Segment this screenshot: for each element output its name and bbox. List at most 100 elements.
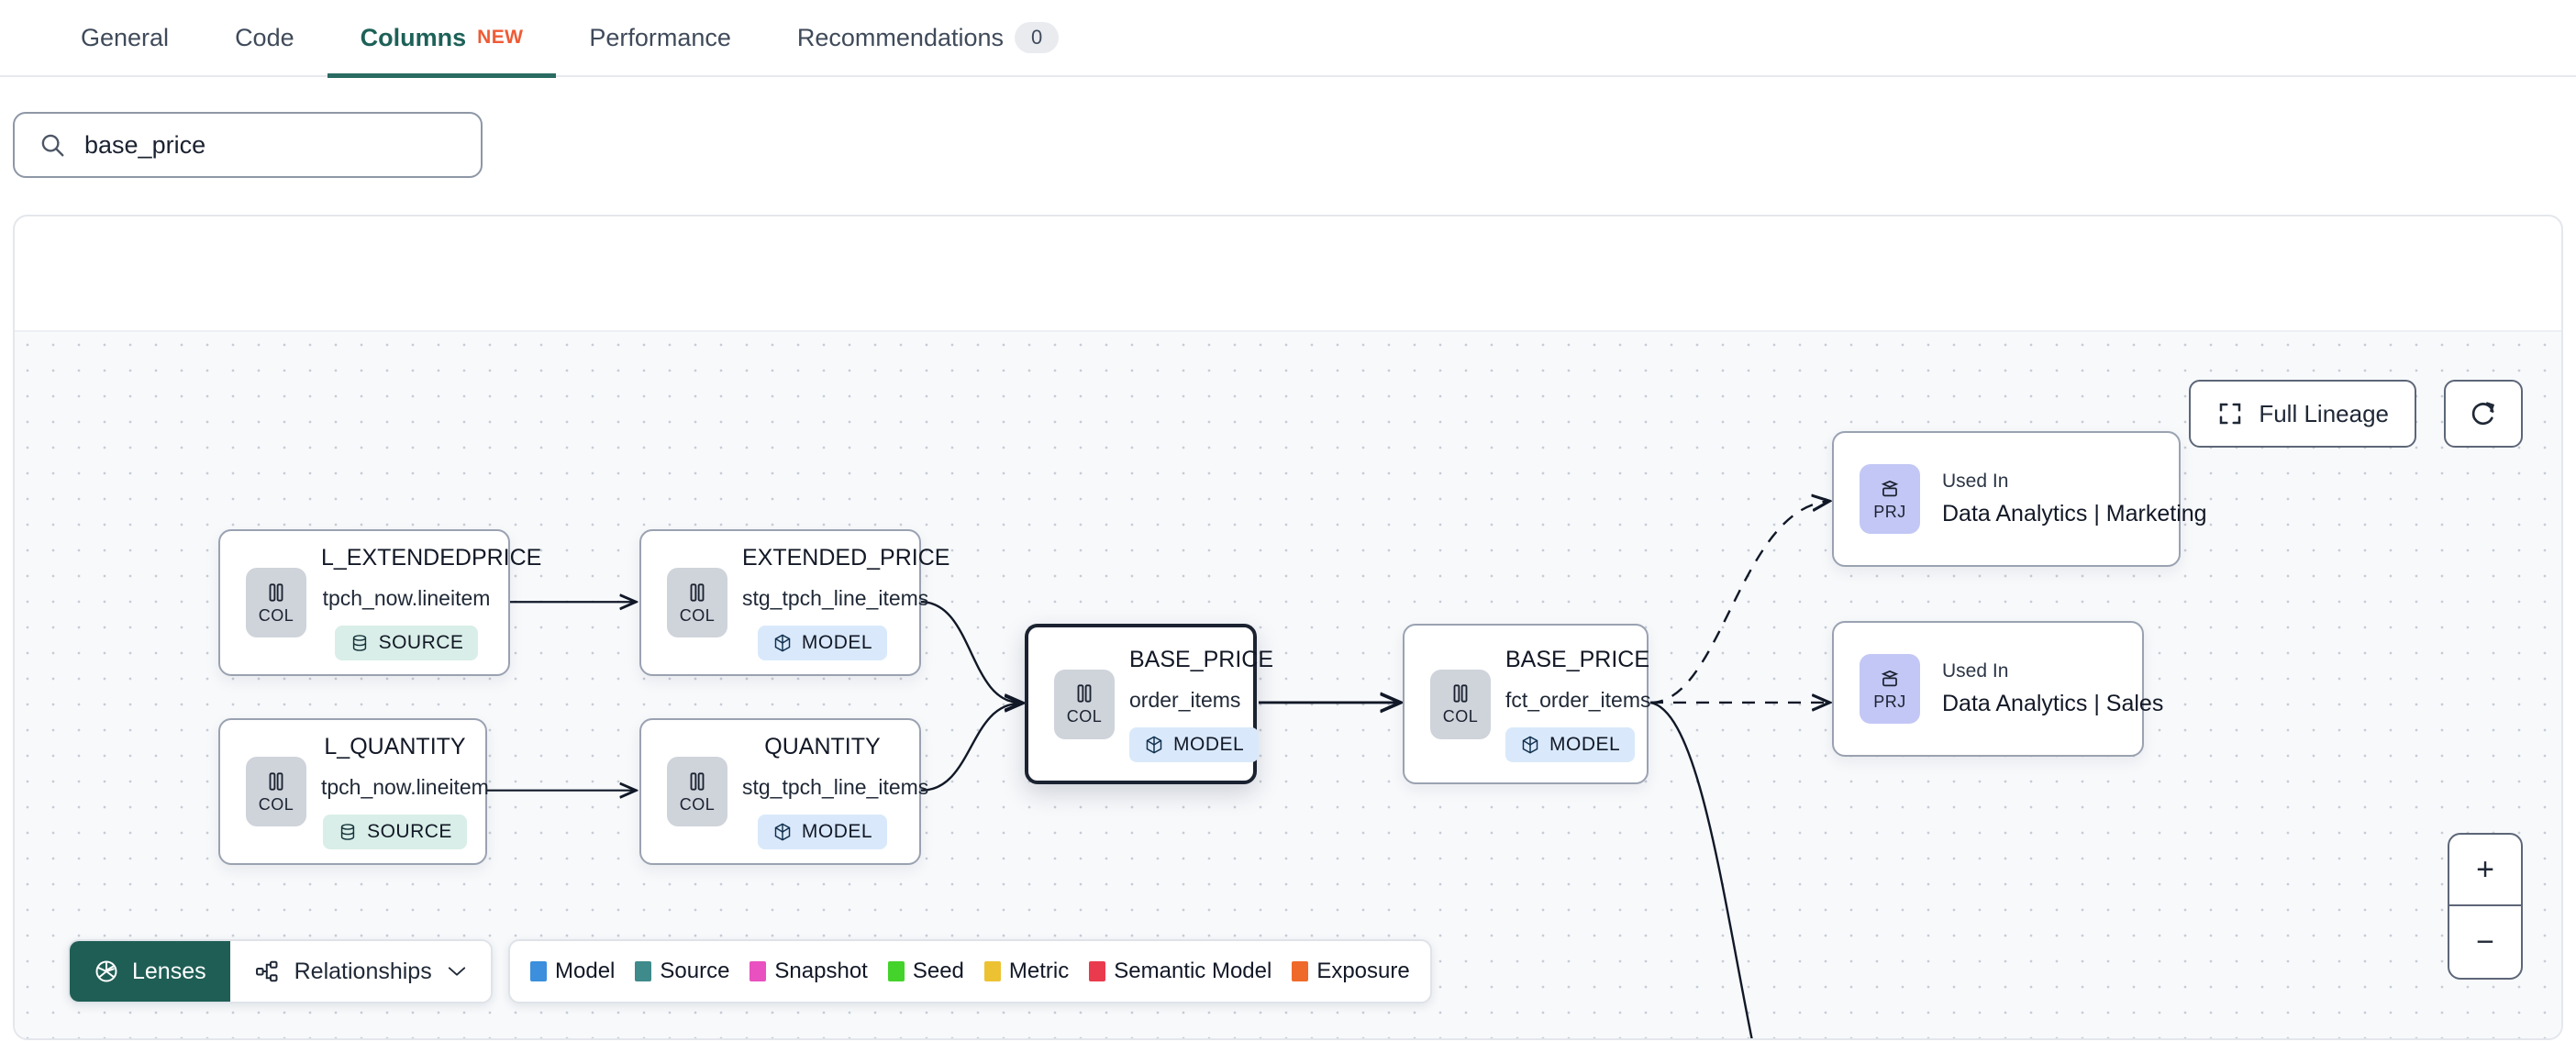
- node-subtitle: stg_tpch_line_items: [742, 775, 929, 799]
- lineage-node-base-price-fct-order-items[interactable]: COL BASE_PRICE fct_order_items MODEL: [1403, 624, 1651, 784]
- node-materialization-label: SOURCE: [378, 632, 464, 653]
- legend-label-metric: Metric: [1008, 959, 1070, 983]
- tab-recommendations-label: Recommendations: [796, 23, 1005, 51]
- zoom-in-button[interactable]: +: [2449, 835, 2521, 906]
- node-subtitle: fct_order_items: [1505, 687, 1651, 712]
- full-lineage-label: Full Lineage: [2259, 399, 2389, 427]
- lineage-edges: [487, 332, 2563, 1038]
- node-name: EXTENDED_PRICE: [742, 545, 950, 571]
- aperture-icon: [94, 959, 119, 984]
- relationships-dropdown[interactable]: Relationships: [229, 941, 491, 1002]
- legend-label-source: Source: [660, 959, 730, 983]
- lineage-node-prj-marketing[interactable]: PRJ Used In Data Analytics | Marketing: [1832, 431, 2207, 567]
- hierarchy-icon: [254, 959, 280, 984]
- legend: Model Source Snapshot Seed Metric Semant…: [508, 939, 1432, 1003]
- node-kind-label: PRJ: [1873, 692, 1906, 711]
- node-name: L_EXTENDEDPRICE: [321, 545, 542, 571]
- node-kind-label: COL: [258, 794, 294, 814]
- refresh-button[interactable]: [2444, 380, 2523, 448]
- tab-code-label: Code: [235, 23, 294, 51]
- lineage-node-l-quantity[interactable]: COL L_QUANTITY tpch_now.lineitem SOURCE: [218, 718, 489, 865]
- legend-label-model: Model: [555, 959, 616, 983]
- legend-item-model: Model: [530, 959, 615, 984]
- tab-bar: General Code Columns NEW Performance Rec…: [0, 0, 2576, 78]
- node-name: BASE_PRICE: [1505, 646, 1650, 672]
- node-kind-label: COL: [1442, 707, 1479, 726]
- node-kind-chip-col: COL: [667, 568, 727, 637]
- lineage-canvas[interactable]: COL L_EXTENDEDPRICE tpch_now.lineitem SO…: [15, 330, 2563, 1038]
- lineage-node-extended-price[interactable]: COL EXTENDED_PRICE stg_tpch_line_items M…: [639, 529, 950, 676]
- node-kind-label: COL: [258, 605, 294, 625]
- legend-item-metric: Metric: [983, 959, 1070, 984]
- chevron-down-icon: [447, 965, 467, 978]
- edge-fct-order-items-to-use-variables: [1649, 701, 1753, 1038]
- legend-label-exposure: Exposure: [1316, 959, 1410, 983]
- expand-icon: [2216, 400, 2244, 427]
- lineage-node-quantity[interactable]: COL QUANTITY stg_tpch_line_items MODEL: [639, 718, 929, 865]
- search-input-value: base_price: [84, 130, 206, 159]
- refresh-icon: [2469, 399, 2498, 428]
- node-kind-label: COL: [679, 794, 716, 814]
- node-project-name: Data Analytics | Marketing: [1942, 501, 2207, 526]
- node-materialization-label: MODEL: [1549, 733, 1621, 755]
- legend-swatch-model: [530, 961, 547, 981]
- legend-label-seed: Seed: [912, 959, 964, 983]
- tab-performance[interactable]: Performance: [556, 0, 764, 76]
- legend-swatch-source: [635, 961, 652, 981]
- node-kind-chip-col: COL: [246, 757, 306, 826]
- legend-item-semantic-model: Semantic Model: [1089, 959, 1271, 984]
- lineage-node-l-extendedprice[interactable]: COL L_EXTENDEDPRICE tpch_now.lineitem SO…: [218, 529, 542, 676]
- lenses-label: Lenses: [132, 958, 206, 984]
- legend-item-exposure: Exposure: [1292, 959, 1410, 984]
- legend-item-source: Source: [635, 959, 729, 984]
- tab-columns-label: Columns: [360, 23, 467, 51]
- legend-swatch-snapshot: [749, 961, 767, 981]
- node-subtitle: tpch_now.lineitem: [321, 775, 489, 799]
- node-subtitle: stg_tpch_line_items: [742, 586, 929, 610]
- tab-performance-label: Performance: [589, 23, 731, 51]
- lineage-node-prj-sales[interactable]: PRJ Used In Data Analytics | Sales: [1832, 621, 2163, 757]
- node-materialization-label: MODEL: [801, 821, 873, 842]
- legend-swatch-seed: [887, 961, 905, 981]
- tab-code[interactable]: Code: [202, 0, 328, 76]
- zoom-out-button[interactable]: −: [2476, 924, 2494, 959]
- search-input[interactable]: base_price: [13, 112, 483, 178]
- node-materialization-label: SOURCE: [367, 821, 452, 842]
- legend-label-semantic-model: Semantic Model: [1114, 959, 1272, 983]
- legend-item-seed: Seed: [887, 959, 964, 984]
- node-kind-chip-col: COL: [1430, 669, 1491, 739]
- node-project-name: Data Analytics | Sales: [1942, 691, 2164, 716]
- tab-columns-new-badge: NEW: [477, 27, 524, 48]
- node-materialization-badge: MODEL: [1129, 726, 1260, 762]
- lenses-button[interactable]: Lenses: [70, 941, 230, 1002]
- node-subtitle: tpch_now.lineitem: [322, 586, 491, 610]
- full-lineage-button[interactable]: Full Lineage: [2189, 380, 2416, 448]
- node-kind-label: COL: [679, 605, 716, 625]
- tab-recommendations[interactable]: Recommendations 0: [764, 0, 1092, 76]
- node-name: BASE_PRICE: [1129, 646, 1274, 672]
- node-subtitle: order_items: [1129, 687, 1241, 712]
- relationships-label: Relationships: [294, 958, 432, 984]
- node-kind-chip-col: COL: [246, 568, 306, 637]
- node-kind-chip-col: COL: [1054, 669, 1115, 739]
- node-kind-label: COL: [1066, 707, 1103, 726]
- search-icon: [39, 131, 66, 159]
- legend-swatch-metric: [983, 961, 1001, 981]
- node-used-in-label: Used In: [1942, 471, 2009, 492]
- column-header: [15, 216, 2561, 334]
- node-materialization-label: MODEL: [1173, 733, 1245, 755]
- node-kind-label: PRJ: [1873, 502, 1906, 521]
- node-name: QUANTITY: [764, 734, 881, 759]
- node-kind-chip-col: COL: [667, 757, 727, 826]
- legend-label-snapshot: Snapshot: [774, 959, 868, 983]
- tab-columns[interactable]: Columns NEW: [327, 0, 557, 78]
- lenses-toolbar: Lenses Relationships: [68, 939, 493, 1003]
- node-used-in-label: Used In: [1942, 660, 2009, 682]
- node-materialization-badge: SOURCE: [334, 626, 479, 660]
- node-name: L_QUANTITY: [324, 734, 466, 759]
- node-materialization-badge: MODEL: [1505, 726, 1636, 762]
- lineage-node-base-price-order-items[interactable]: COL BASE_PRICE order_items MODEL: [1025, 624, 1274, 784]
- tab-general[interactable]: General: [48, 0, 202, 76]
- node-materialization-badge: SOURCE: [323, 815, 467, 849]
- legend-item-snapshot: Snapshot: [749, 959, 868, 984]
